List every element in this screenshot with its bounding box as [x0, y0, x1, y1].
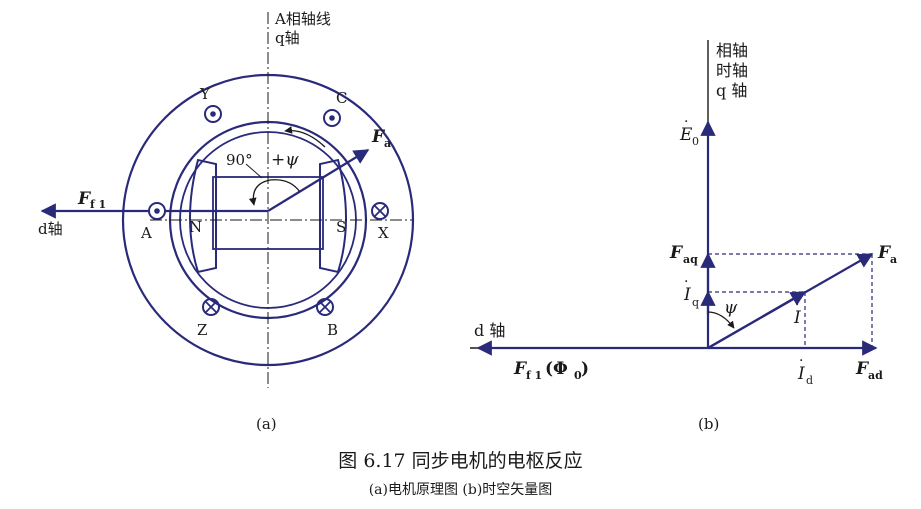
coil-y	[204, 105, 222, 123]
angle-arc	[248, 179, 301, 206]
coil-z-label: Z	[197, 321, 207, 339]
coil-c	[323, 109, 341, 127]
e0-subscript: 0	[692, 135, 699, 148]
psi-arc-b	[707, 311, 735, 329]
ff1-subscript: f 1	[90, 198, 106, 211]
q-axis-label-1: 相轴	[716, 41, 748, 60]
coil-a-label: A	[140, 224, 152, 242]
coil-y-label: Y	[199, 85, 211, 103]
north-pole	[189, 158, 217, 274]
figure-a-sublabel: (a)	[256, 415, 277, 433]
coil-c-label: C	[336, 89, 347, 107]
ff1-label: F	[77, 189, 92, 209]
phasor-diagram: 相轴 时轴 q 轴 E · 0 F aq F a I · q ψ I · d 轴…	[470, 40, 897, 433]
q-axis-label-3: q 轴	[716, 81, 747, 100]
coil-x-label: X	[378, 224, 389, 242]
figure-caption-title: 图 6.17 同步电机的电枢反应	[338, 450, 583, 472]
coil-b-label: B	[327, 321, 338, 339]
south-pole	[319, 158, 347, 274]
fa-vector	[267, 149, 370, 212]
i-dot: ·	[795, 297, 799, 313]
fad-label: F	[855, 359, 870, 379]
phi0-open: (Φ	[545, 359, 568, 379]
phi0-close: )	[581, 359, 589, 379]
ff1-subscript-b: f 1	[526, 369, 542, 382]
phi0-subscript: 0	[574, 369, 582, 382]
machine-diagram: A相轴线 q轴 d轴 F f 1 F a 90° +ψ N S Y C A X …	[38, 10, 415, 433]
angle-label: 90°	[226, 151, 253, 169]
south-label: S	[336, 218, 346, 236]
fa-label-b: F	[877, 243, 892, 263]
e0-dot: ·	[684, 114, 688, 130]
ff1-label-b: F	[513, 359, 528, 379]
a-phase-axis-label: A相轴线	[274, 10, 331, 28]
fa-label: F	[371, 127, 386, 147]
q-axis-label: q轴	[275, 29, 300, 47]
id-label: I	[797, 364, 805, 384]
angle-pointer	[245, 163, 263, 179]
i-phasor	[707, 291, 807, 349]
id-dot: ·	[799, 353, 803, 369]
faq-subscript: aq	[683, 253, 698, 266]
d-axis-label-b: d 轴	[474, 321, 505, 340]
q-axis-label-2: 时轴	[716, 61, 748, 80]
fad-subscript: ad	[868, 369, 883, 382]
iq-dot: ·	[684, 274, 688, 290]
psi-label: +ψ	[271, 150, 299, 170]
coil-z	[202, 298, 220, 316]
psi-label-b: ψ	[724, 298, 738, 318]
fa-subscript-b: a	[890, 253, 897, 266]
d-axis-label: d轴	[38, 220, 63, 238]
fa-subscript: a	[384, 137, 391, 150]
north-label: N	[189, 218, 202, 236]
e0-label: E	[679, 125, 693, 145]
figure-b-sublabel: (b)	[698, 415, 719, 433]
iq-label: I	[683, 285, 691, 305]
psi-rotation-arc	[284, 126, 326, 148]
i-label: I	[793, 308, 801, 328]
iq-subscript: q	[692, 296, 699, 309]
coil-x	[371, 202, 389, 220]
coil-b	[316, 298, 334, 316]
id-subscript: d	[806, 374, 813, 387]
figure-caption-subtitle: (a)电机原理图 (b)时空矢量图	[368, 482, 553, 498]
faq-label: F	[669, 243, 684, 263]
coil-a	[148, 202, 166, 220]
